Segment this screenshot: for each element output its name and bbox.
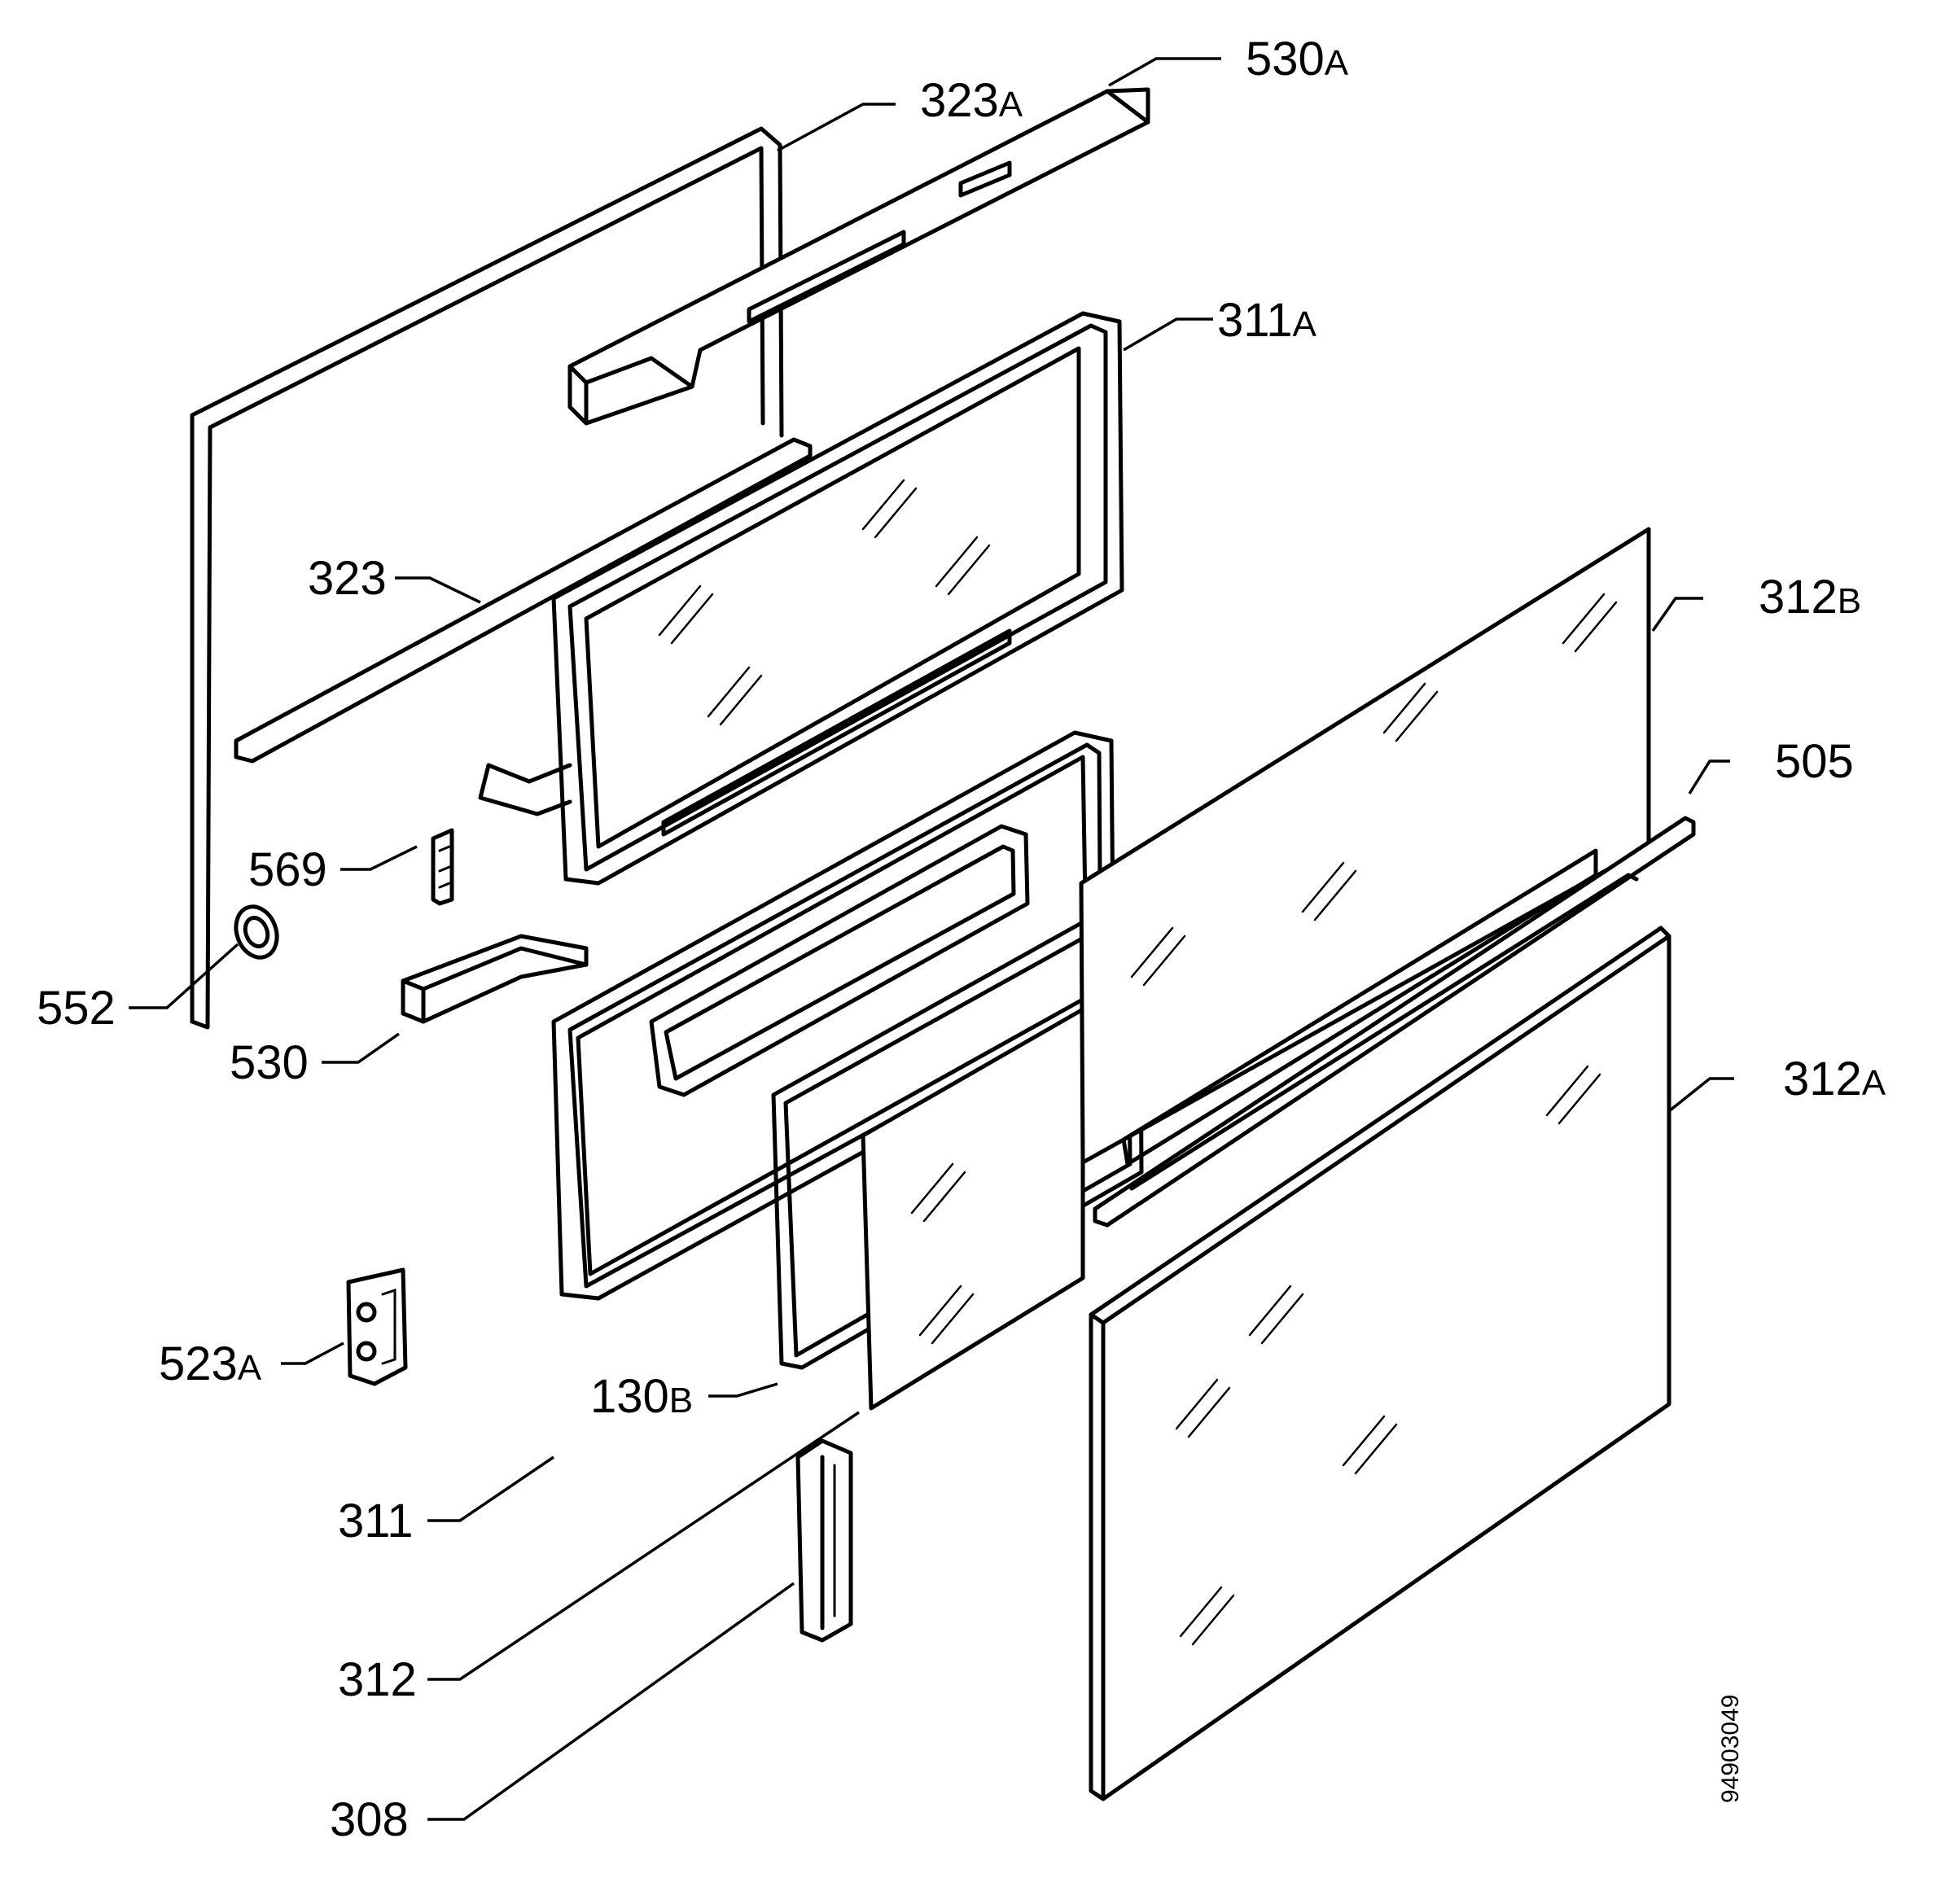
callout-530A: 530A [1246,33,1349,85]
callout-labels: 530A 323A 311A 323 312B 505 569 552 530 … [37,33,1886,1846]
leader-323A [777,103,896,152]
callout-569: 569 [248,843,327,896]
leader-130B [708,1382,778,1398]
document-number: 94903049 [1717,1695,1744,1803]
leader-308 [427,1582,795,1821]
leader-lines [129,57,1734,1821]
part-311A-inner-glass-frame [478,311,1124,886]
leader-312 [427,1411,860,1681]
callout-552: 552 [37,982,116,1035]
part-523A-hinge [346,1267,408,1386]
callout-312A: 312A [1783,1053,1886,1105]
part-530A-top-trim-rail [567,87,1150,426]
callout-308: 308 [330,1793,409,1846]
part-323-seal-strip [234,437,813,764]
part-530-lower-trim-rail [401,934,589,1024]
callout-312B: 312B [1759,571,1861,624]
callout-323: 323 [308,552,387,605]
glass-reflection-marks [658,479,991,726]
leader-312B [1651,597,1703,632]
leader-311A [1123,317,1213,352]
callout-312: 312 [338,1653,417,1706]
leader-530A [1108,57,1221,87]
leader-569 [340,845,418,871]
leader-505 [1688,759,1730,794]
callout-311A: 311A [1217,294,1317,347]
leader-311 [427,1455,554,1522]
leader-530 [322,1032,401,1064]
part-312-inner-glass-pane [861,1007,1085,1411]
leader-323 [395,576,481,604]
callout-311: 311 [338,1495,413,1547]
part-569-hinge-clip [431,828,454,906]
callout-530: 530 [230,1036,309,1089]
leader-312A [1667,1077,1734,1113]
part-312A-outer-glass-pane [1089,926,1671,1801]
callout-130B: 130B [590,1370,693,1423]
callout-323A: 323A [920,74,1023,127]
leader-552 [129,943,239,1009]
callout-523A: 523A [159,1337,262,1390]
part-505-glass-retaining-rail [1093,816,1696,1228]
part-308-handle-bracket [795,1438,853,1643]
leader-523A [281,1342,344,1365]
part-552-grommet [234,904,279,960]
callout-505: 505 [1775,735,1854,788]
